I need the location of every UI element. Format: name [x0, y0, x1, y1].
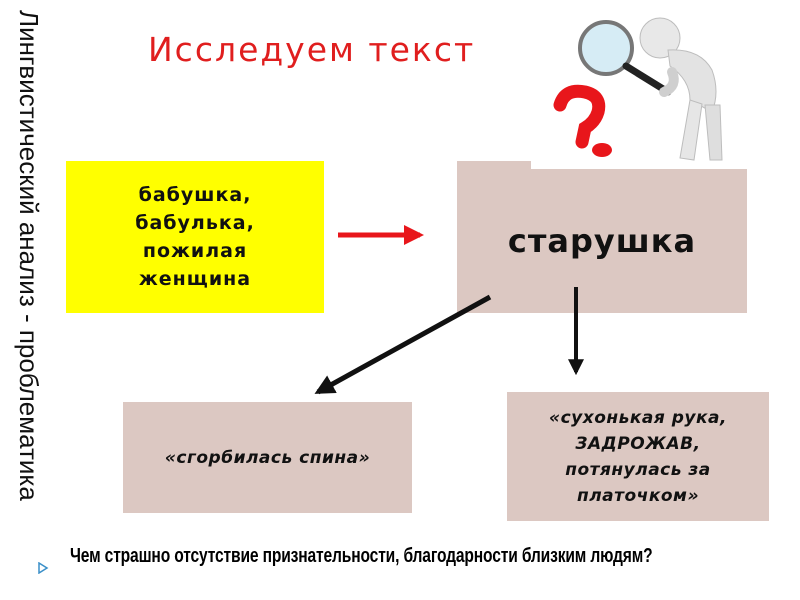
question-mark-icon	[553, 84, 612, 157]
main-word-box: старушка	[457, 169, 747, 313]
question-text: Чем страшно отсутствие признательности, …	[70, 545, 653, 567]
magnifier-figure-icon	[553, 17, 723, 161]
bullet-icon	[38, 562, 49, 574]
main-box-tab	[457, 161, 531, 170]
left-quote-box: «сгорбилась спина»	[123, 402, 412, 513]
right-quote-box: «сухонькая рука, ЗАДРОЖАВ, потянулась за…	[507, 392, 769, 521]
page-title: Исследуем текст	[148, 30, 476, 69]
diagonal-arrow	[314, 294, 492, 395]
synonyms-box: бабушка, бабулька, пожилая женщина	[66, 161, 324, 313]
